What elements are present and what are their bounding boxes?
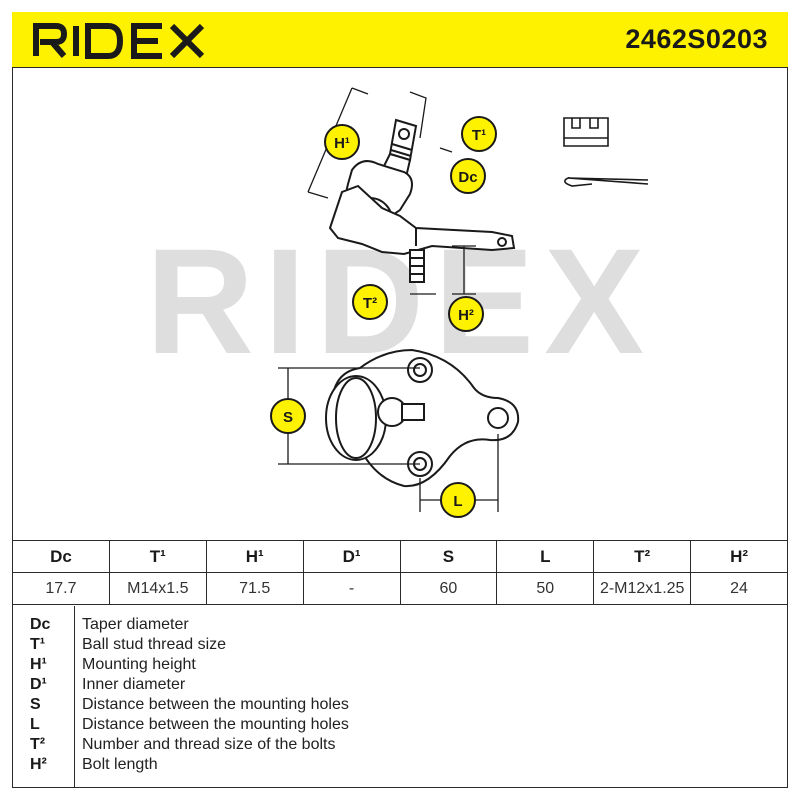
legend-text: Distance between the mounting holes [82, 716, 349, 733]
ball-joint-side-view [328, 118, 516, 283]
brand-logo [30, 20, 210, 65]
legend-text: Distance between the mounting holes [82, 696, 349, 713]
legend-key: H² [30, 756, 47, 773]
badge-t2: T² [352, 284, 388, 320]
legend-item: H¹ Mounting height [12, 656, 788, 676]
legend-text: Bolt length [82, 756, 158, 773]
specs-table: Dc T¹ H¹ D¹ S L T² H² 17.7 M14x1.5 71.5 … [12, 540, 788, 605]
legend-text: Inner diameter [82, 676, 186, 693]
spec-header: T¹ [108, 540, 207, 573]
specs-value-row: 17.7 M14x1.5 71.5 - 60 50 2-M12x1.25 24 [12, 572, 788, 605]
badge-l-label: L [453, 493, 462, 510]
spec-value: 2-M12x1.25 [593, 572, 692, 605]
legend-item: T² Number and thread size of the bolts [12, 736, 788, 756]
badge-dc: Dc [450, 158, 486, 194]
ball-joint-top-view [325, 348, 520, 488]
spec-header: D¹ [302, 540, 401, 573]
spec-header: Dc [12, 540, 110, 573]
legend-item: T¹ Ball stud thread size [12, 636, 788, 656]
legend-key: T¹ [30, 636, 46, 653]
spec-header: S [399, 540, 498, 573]
legend-key: S [30, 696, 41, 713]
spec-value: 60 [399, 572, 498, 605]
spec-header: L [496, 540, 595, 573]
legend-text: Number and thread size of the bolts [82, 736, 336, 753]
legend-item: Dc Taper diameter [12, 616, 788, 636]
spec-value: 50 [496, 572, 595, 605]
part-number: 2462S0203 [625, 24, 768, 54]
header-bar: 2462S0203 [12, 12, 788, 68]
spec-value: M14x1.5 [108, 572, 207, 605]
spec-value: - [302, 572, 401, 605]
legend-text: Mounting height [82, 656, 196, 673]
badge-h1-label: H¹ [334, 135, 350, 152]
legend-item: S Distance between the mounting holes [12, 696, 788, 716]
spec-header: H² [690, 540, 788, 573]
badge-h2-label: H² [458, 307, 474, 324]
dimension-badges: H¹ T¹ Dc T² H² S [270, 116, 497, 518]
badge-s: S [270, 398, 306, 434]
legend-key: D¹ [30, 676, 47, 693]
legend-item: H² Bolt length [12, 756, 788, 776]
legend-key: Dc [30, 616, 51, 633]
technical-drawing: RIDEX [12, 68, 788, 540]
badge-dc-label: Dc [458, 169, 477, 186]
legend-item: L Distance between the mounting holes [12, 716, 788, 736]
spec-value: 24 [690, 572, 788, 605]
legend-key: L [30, 716, 40, 733]
legend-key: T² [30, 736, 46, 753]
badge-t2-label: T² [363, 295, 377, 312]
badge-s-label: S [283, 409, 293, 426]
cotter-pin-icon [564, 177, 649, 187]
spec-value: 71.5 [205, 572, 304, 605]
badge-h1: H¹ [324, 124, 360, 160]
legend-text: Taper diameter [82, 616, 189, 633]
legend-divider [74, 606, 75, 788]
legend-text: Ball stud thread size [82, 636, 227, 653]
legend: Dc Taper diameter T¹ Ball stud thread si… [12, 606, 788, 788]
legend-item: D¹ Inner diameter [12, 676, 788, 696]
badge-t1: T¹ [461, 116, 497, 152]
spec-header: T² [593, 540, 692, 573]
badge-l: L [440, 482, 476, 518]
legend-key: H¹ [30, 656, 47, 673]
castle-nut-icon [563, 117, 609, 147]
badge-h2: H² [448, 296, 484, 332]
badge-t1-label: T¹ [472, 127, 486, 144]
specs-header-row: Dc T¹ H¹ D¹ S L T² H² [12, 540, 788, 573]
spec-value: 17.7 [12, 572, 110, 605]
spec-header: H¹ [205, 540, 304, 573]
